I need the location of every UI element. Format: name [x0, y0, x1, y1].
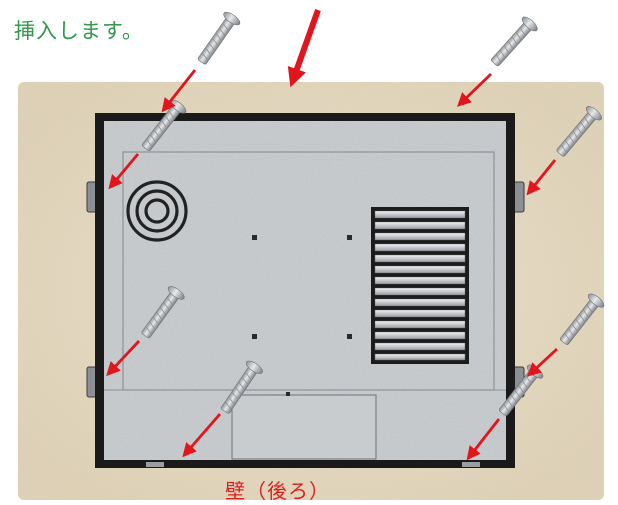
heatsink-icon	[371, 207, 469, 364]
fan-vent-icon	[126, 180, 188, 242]
caption-text: 挿入します。	[14, 19, 144, 43]
vesa-holes	[252, 235, 352, 396]
arrow-icon	[106, 8, 558, 461]
wall-label: 壁（後ろ）	[225, 479, 330, 503]
